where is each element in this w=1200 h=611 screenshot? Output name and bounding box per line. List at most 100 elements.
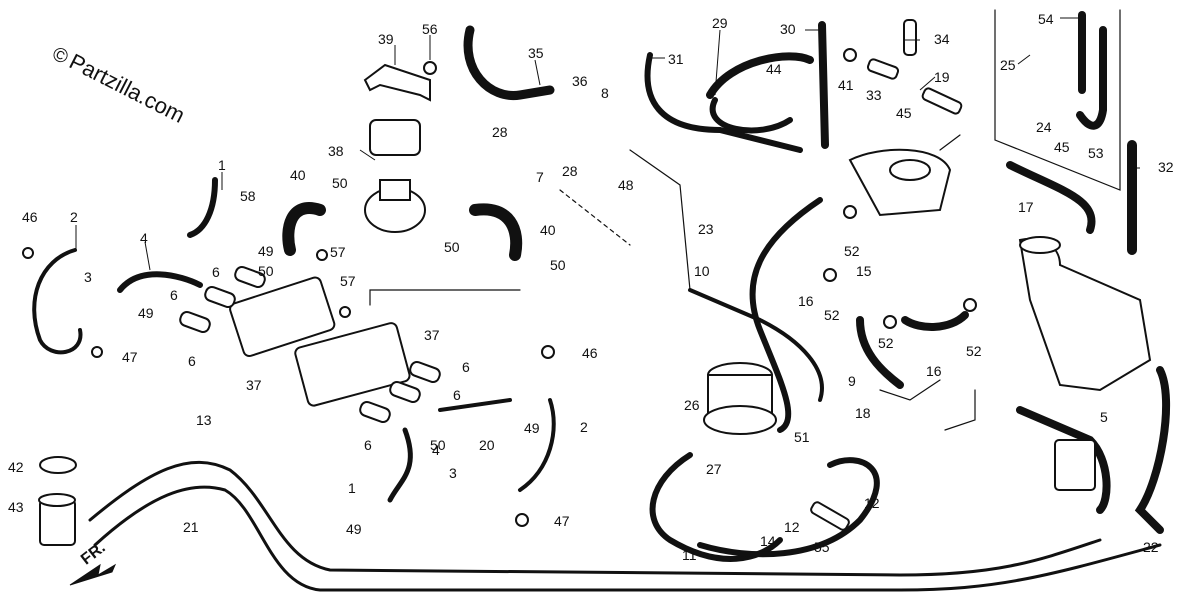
callout-28: 28 — [562, 163, 578, 179]
hose-1-left — [187, 177, 218, 238]
intake-manifold — [848, 148, 952, 217]
hose-4-left — [117, 271, 203, 293]
callout-1: 1 — [218, 157, 226, 173]
callout-20: 20 — [479, 437, 495, 453]
callout-34: 34 — [934, 31, 950, 47]
callout-25: 25 — [1000, 57, 1016, 73]
callout-14: 14 — [760, 533, 776, 549]
callout-33: 33 — [866, 87, 882, 103]
callout-44: 44 — [766, 61, 782, 77]
callout-30: 30 — [780, 21, 796, 37]
callout-52: 52 — [878, 335, 894, 351]
callout-38: 38 — [328, 143, 344, 159]
callout-23: 23 — [698, 221, 714, 237]
callout-48: 48 — [618, 177, 634, 193]
callout-2: 2 — [70, 209, 78, 225]
callout-6: 6 — [462, 359, 470, 375]
grommet-42 — [39, 456, 77, 474]
callout-4: 4 — [140, 230, 148, 246]
callout-31: 31 — [668, 51, 684, 67]
callout-46: 46 — [582, 345, 598, 361]
callout-40: 40 — [290, 167, 306, 183]
callout-12: 12 — [784, 519, 800, 535]
callout-49: 49 — [258, 243, 274, 259]
callout-3: 3 — [449, 465, 457, 481]
callout-26: 26 — [684, 397, 700, 413]
callout-13: 13 — [196, 412, 212, 428]
valve-block-37-left — [229, 276, 336, 358]
callout-6: 6 — [453, 387, 461, 403]
callout-2: 2 — [580, 419, 588, 435]
callout-10: 10 — [694, 263, 710, 279]
callout-46: 46 — [22, 209, 38, 225]
callout-50: 50 — [258, 263, 274, 279]
bracket-39 — [363, 63, 431, 102]
hose-21 — [93, 485, 1162, 592]
hose-1-center — [387, 427, 413, 503]
callout-labels: 1 2 3 4 5 6 6 6 6 7 8 9 10 11 12 12 13 1… — [8, 11, 1174, 563]
callout-36: 36 — [572, 73, 588, 89]
callout-6: 6 — [188, 353, 196, 369]
callout-41: 41 — [838, 77, 854, 93]
callout-52: 52 — [824, 307, 840, 323]
callout-8: 8 — [601, 85, 609, 101]
callout-19: 19 — [934, 69, 950, 85]
callout-5: 5 — [1100, 409, 1108, 425]
hose-30 — [818, 21, 829, 149]
hose-22 — [1134, 366, 1171, 534]
callout-37: 37 — [246, 377, 262, 393]
callout-32: 32 — [1158, 159, 1174, 175]
hose-17 — [1006, 161, 1096, 234]
callout-6: 6 — [170, 287, 178, 303]
callout-6: 6 — [212, 264, 220, 280]
callout-50: 50 — [430, 437, 446, 453]
hose-2-left — [32, 248, 83, 355]
callout-53: 53 — [1088, 145, 1104, 161]
callout-52: 52 — [844, 243, 860, 259]
callout-6: 6 — [364, 437, 372, 453]
callout-42: 42 — [8, 459, 24, 475]
callout-21: 21 — [183, 519, 199, 535]
hose-10 — [749, 197, 823, 433]
callout-29: 29 — [712, 15, 728, 31]
callout-57: 57 — [340, 273, 356, 289]
callout-17: 17 — [1018, 199, 1034, 215]
callout-43: 43 — [8, 499, 24, 515]
callout-50: 50 — [332, 175, 348, 191]
callout-27: 27 — [706, 461, 722, 477]
callout-56: 56 — [422, 21, 438, 37]
callout-49: 49 — [524, 420, 540, 436]
callout-1: 1 — [348, 480, 356, 496]
callout-11: 11 — [682, 547, 697, 563]
hose-9 — [688, 288, 824, 402]
callout-18: 18 — [855, 405, 871, 421]
hose-13 — [88, 460, 1102, 577]
callout-55: 55 — [814, 539, 830, 555]
hose-35 — [463, 25, 555, 101]
valve-block-37-center — [294, 322, 411, 407]
callout-49: 49 — [138, 305, 154, 321]
callout-50: 50 — [444, 239, 460, 255]
callout-15: 15 — [856, 263, 872, 279]
callout-52: 52 — [966, 343, 982, 359]
callout-45: 45 — [896, 105, 912, 121]
callout-40: 40 — [540, 222, 556, 238]
hose-16 — [856, 316, 904, 389]
callout-3: 3 — [84, 269, 92, 285]
callout-37: 37 — [424, 327, 440, 343]
callout-22: 22 — [1143, 539, 1159, 555]
callout-28: 28 — [492, 124, 508, 140]
callout-45: 45 — [1054, 139, 1070, 155]
callout-7: 7 — [536, 169, 544, 185]
callout-4: 4 — [432, 442, 440, 458]
hose-31 — [644, 52, 803, 153]
hose-29 — [706, 52, 814, 99]
callout-24: 24 — [1036, 119, 1052, 135]
callout-54: 54 — [1038, 11, 1054, 27]
air-valve-38 — [369, 119, 421, 156]
hose-2-center — [518, 398, 556, 492]
solenoid-5 — [1054, 439, 1096, 491]
callout-35: 35 — [528, 45, 544, 61]
callout-39: 39 — [378, 31, 394, 47]
